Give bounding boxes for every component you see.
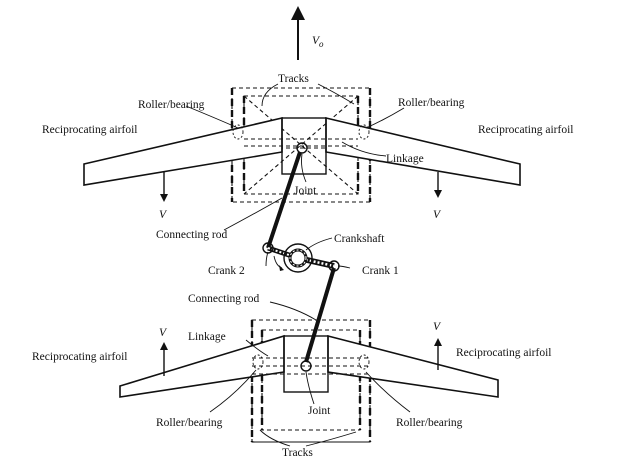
top-roller-right <box>358 124 370 140</box>
top-joint-pin <box>296 142 308 154</box>
top-roller-left-label: Roller/bearing <box>138 99 205 111</box>
bottom-roller-right-label: Roller/bearing <box>396 417 463 429</box>
bottom-roller-left-label: Roller/bearing <box>156 417 223 429</box>
top-linkage-label: Linkage <box>386 153 424 165</box>
bottom-airfoil-left-label: Reciprocating airfoil <box>32 351 127 363</box>
top-roller-right-label: Roller/bearing <box>398 97 465 109</box>
bottom-joint-pin <box>300 360 312 372</box>
bottom-right-v-arrow <box>434 338 442 370</box>
top-v-right-label: V <box>433 209 442 221</box>
top-airfoil-left-label: Reciprocating airfoil <box>42 124 137 136</box>
bottom-linkage-label: Linkage <box>188 331 226 343</box>
bottom-airfoil-right-label: Reciprocating airfoil <box>456 347 551 359</box>
bottom-v-right-label: V <box>433 321 442 333</box>
bottom-connecting-rod <box>304 267 336 363</box>
bottom-roller-right <box>358 354 370 370</box>
leader-lines <box>185 83 411 447</box>
top-airfoil-right-label: Reciprocating airfoil <box>478 124 573 136</box>
bottom-tracks <box>250 319 372 443</box>
connecting-rod-bottom-label: Connecting rod <box>188 293 259 305</box>
bottom-wing <box>119 334 499 398</box>
bottom-left-v-arrow <box>160 342 168 376</box>
top-tracks-label: Tracks <box>278 73 309 85</box>
top-joint-label: Joint <box>294 185 317 197</box>
top-roller-left <box>232 124 244 140</box>
bottom-roller-left <box>252 354 264 370</box>
bottom-v-left-label: V <box>159 327 168 339</box>
velocity-label: Vo <box>312 35 324 49</box>
crankshaft <box>262 242 340 273</box>
bottom-joint-label: Joint <box>308 405 331 417</box>
top-wing <box>83 116 521 186</box>
crank2-label: Crank 2 <box>208 265 245 277</box>
connecting-rod-top-label: Connecting rod <box>156 229 227 241</box>
crank1-label: Crank 1 <box>362 265 399 277</box>
top-left-v-arrow <box>160 172 168 202</box>
top-connecting-rod <box>266 151 302 249</box>
bottom-tracks-label: Tracks <box>282 447 313 459</box>
top-v-left-label: V <box>159 209 168 221</box>
freestream-velocity-arrow <box>291 6 305 60</box>
top-right-v-arrow <box>434 172 442 198</box>
crankshaft-label: Crankshaft <box>334 233 385 245</box>
